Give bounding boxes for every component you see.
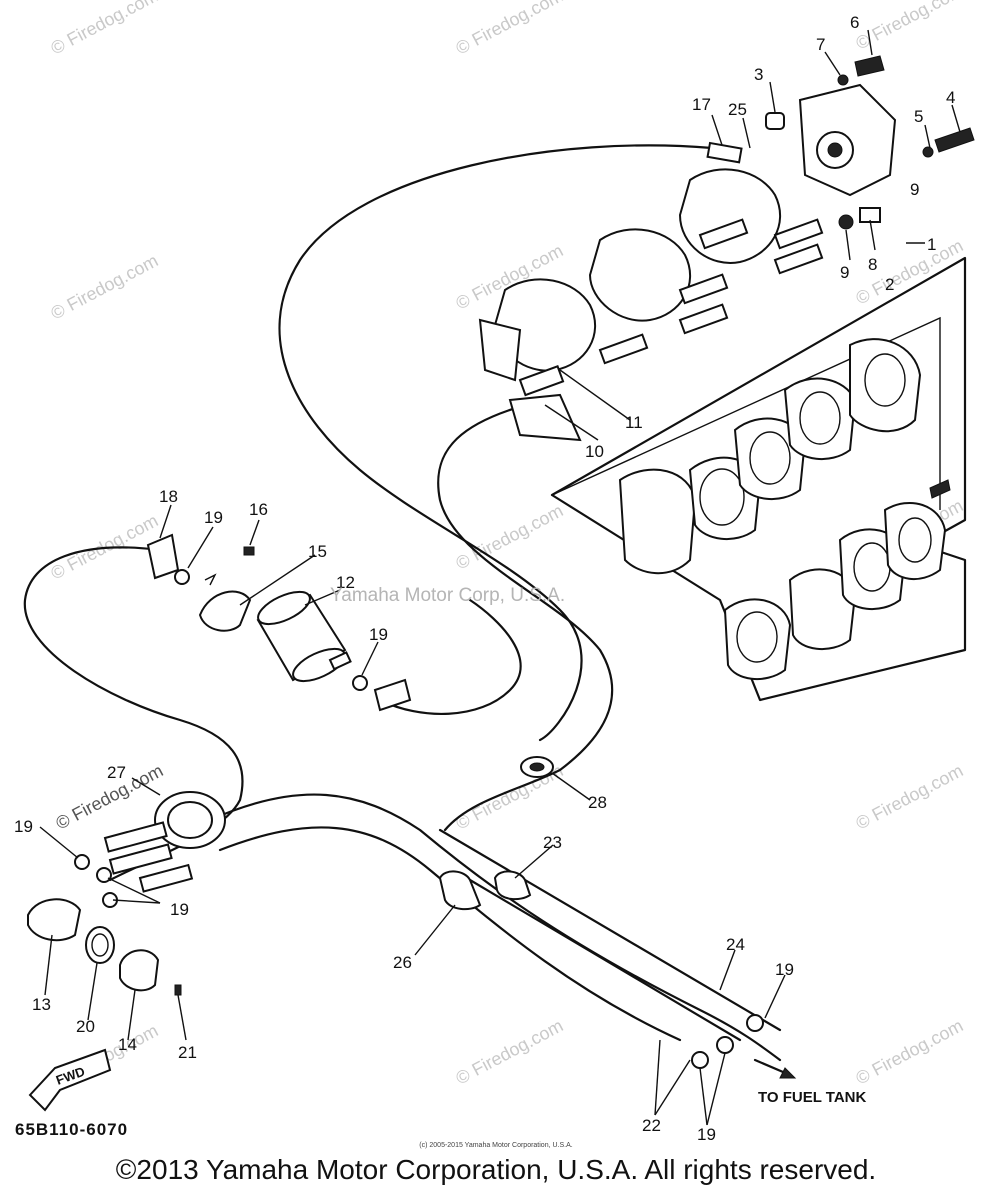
watermark: © Firedog.com [852, 1015, 966, 1088]
fuel-pump [706, 55, 975, 230]
callout-2: 2 [885, 275, 894, 294]
fuel-filter [146, 533, 412, 712]
watermark: © Firedog.com [47, 0, 161, 59]
watermark: © Firedog.com [452, 1015, 566, 1088]
callout-19f: 19 [697, 1125, 716, 1144]
callout-14: 14 [118, 1035, 137, 1054]
callout-17: 17 [692, 95, 711, 114]
callout-13: 13 [32, 995, 51, 1014]
callout-23: 23 [543, 833, 562, 852]
callout-19a: 19 [204, 508, 223, 527]
pump-body-exploded [618, 338, 922, 575]
callout-19d: 19 [170, 900, 189, 919]
to-fuel-tank-label: TO FUEL TANK [758, 1089, 867, 1106]
watermark: © Firedog.com [852, 0, 966, 54]
callout-19b: 19 [369, 625, 388, 644]
carburetor-assembly [478, 168, 824, 442]
callout-9: 9 [840, 263, 849, 282]
callout-15: 15 [308, 542, 327, 561]
callout-5: 5 [914, 107, 923, 126]
diaphragm-set [723, 501, 947, 681]
watermark: © Firedog.com [47, 250, 161, 323]
callout-11: 11 [625, 413, 643, 432]
callout-25: 25 [728, 100, 747, 119]
callout-8: 8 [868, 255, 877, 274]
lower-assembly [27, 756, 797, 1079]
watermark: © Firedog.com [452, 0, 566, 59]
center-watermark: Yamaha Motor Corp, U.S.A. [330, 585, 566, 606]
callout-21: 21 [178, 1043, 197, 1062]
callout-18: 18 [159, 487, 178, 506]
copyright-footer: ©2013 Yamaha Motor Corporation, U.S.A. A… [115, 1154, 877, 1185]
diagram-code: 65B110-6070 [15, 1120, 129, 1139]
callout-labels: 1 2 3 4 5 6 7 8 9 9 10 11 12 13 14 15 16… [14, 13, 955, 1144]
callout-7: 7 [816, 35, 825, 54]
callout-16: 16 [249, 500, 268, 519]
gasket-inset [550, 256, 967, 702]
callout-26: 26 [393, 953, 412, 972]
callout-22: 22 [642, 1116, 661, 1135]
callout-19c: 19 [14, 817, 33, 836]
callout-6: 6 [850, 13, 859, 32]
callout-1: 1 [927, 235, 936, 254]
callout-10: 10 [585, 442, 604, 461]
tiny-copyright: (c) 2005-2015 Yamaha Motor Corporation, … [419, 1142, 573, 1149]
callout-20: 20 [76, 1017, 95, 1036]
callout-4: 4 [946, 88, 955, 107]
watermark: © Firedog.com [852, 760, 966, 833]
callout-3: 3 [754, 65, 763, 84]
callout-9b: 9 [910, 180, 919, 199]
callout-19e: 19 [775, 960, 794, 979]
watermark: © Firedog.com [452, 500, 566, 573]
leader-lines [39, 29, 961, 1126]
callout-24: 24 [726, 935, 745, 954]
fwd-arrow-icon: FWD [28, 1048, 112, 1112]
callout-27: 27 [107, 763, 126, 782]
callout-28: 28 [588, 793, 607, 812]
callout-12: 12 [336, 573, 355, 592]
